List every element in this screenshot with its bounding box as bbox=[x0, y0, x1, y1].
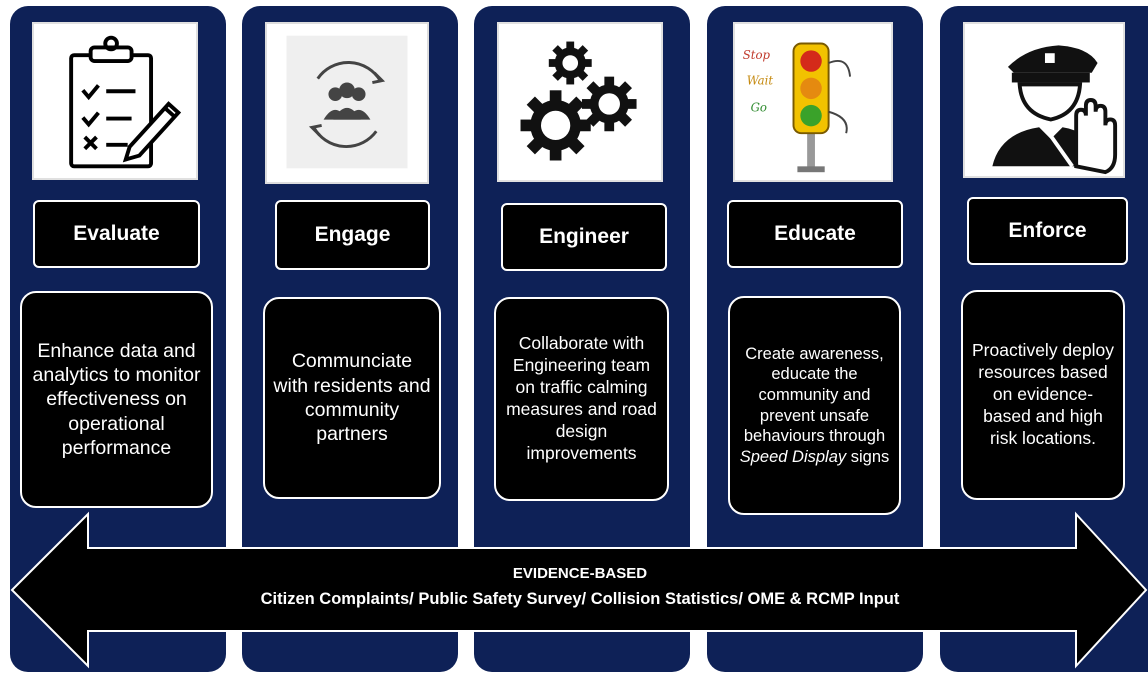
arrow-subheading: Citizen Complaints/ Public Safety Survey… bbox=[260, 590, 900, 608]
go-word: Go bbox=[751, 101, 767, 115]
educate-description-text: Create awareness, educate the community … bbox=[738, 344, 891, 468]
educate-image: Stop Wait Go bbox=[733, 22, 893, 182]
engineer-image bbox=[497, 22, 663, 182]
engage-description: Communciate with residents and community… bbox=[263, 297, 441, 499]
community-cycle-icon bbox=[286, 35, 408, 169]
educate-description-part2: signs bbox=[846, 447, 890, 466]
speed-display-emphasis: Speed Display bbox=[739, 447, 847, 466]
engage-label: Engage bbox=[275, 200, 430, 270]
police-officer-icon bbox=[992, 45, 1118, 175]
engineer-description: Collaborate with Engineering team on tra… bbox=[494, 297, 669, 501]
engineer-label: Engineer bbox=[501, 203, 667, 271]
stop-word: Stop bbox=[743, 48, 771, 62]
enforce-image bbox=[963, 22, 1125, 178]
educate-description-part1: Create awareness, educate the community … bbox=[743, 344, 886, 446]
evaluate-image bbox=[32, 22, 198, 180]
clipboard-checklist-icon bbox=[69, 35, 182, 169]
engage-description-text: Communciate with residents and community… bbox=[273, 350, 431, 446]
evaluate-description-text: Enhance data and analytics to monitor ef… bbox=[32, 339, 201, 460]
arrow-heading: EVIDENCE-BASED bbox=[512, 565, 648, 582]
enforce-label: Enforce bbox=[967, 197, 1128, 265]
traffic-light-icon: Stop Wait Go bbox=[743, 42, 852, 173]
evaluate-description: Enhance data and analytics to monitor ef… bbox=[20, 291, 213, 508]
gears-icon bbox=[520, 41, 637, 161]
engineer-description-text: Collaborate with Engineering team on tra… bbox=[506, 333, 657, 463]
enforce-description-text: Proactively deploy resources based on ev… bbox=[971, 340, 1115, 448]
engage-image bbox=[265, 22, 429, 184]
evaluate-label: Evaluate bbox=[33, 200, 200, 268]
educate-description: Create awareness, educate the community … bbox=[728, 296, 901, 515]
wait-word: Wait bbox=[747, 73, 774, 87]
enforce-description: Proactively deploy resources based on ev… bbox=[961, 290, 1125, 500]
educate-label: Educate bbox=[727, 200, 903, 268]
